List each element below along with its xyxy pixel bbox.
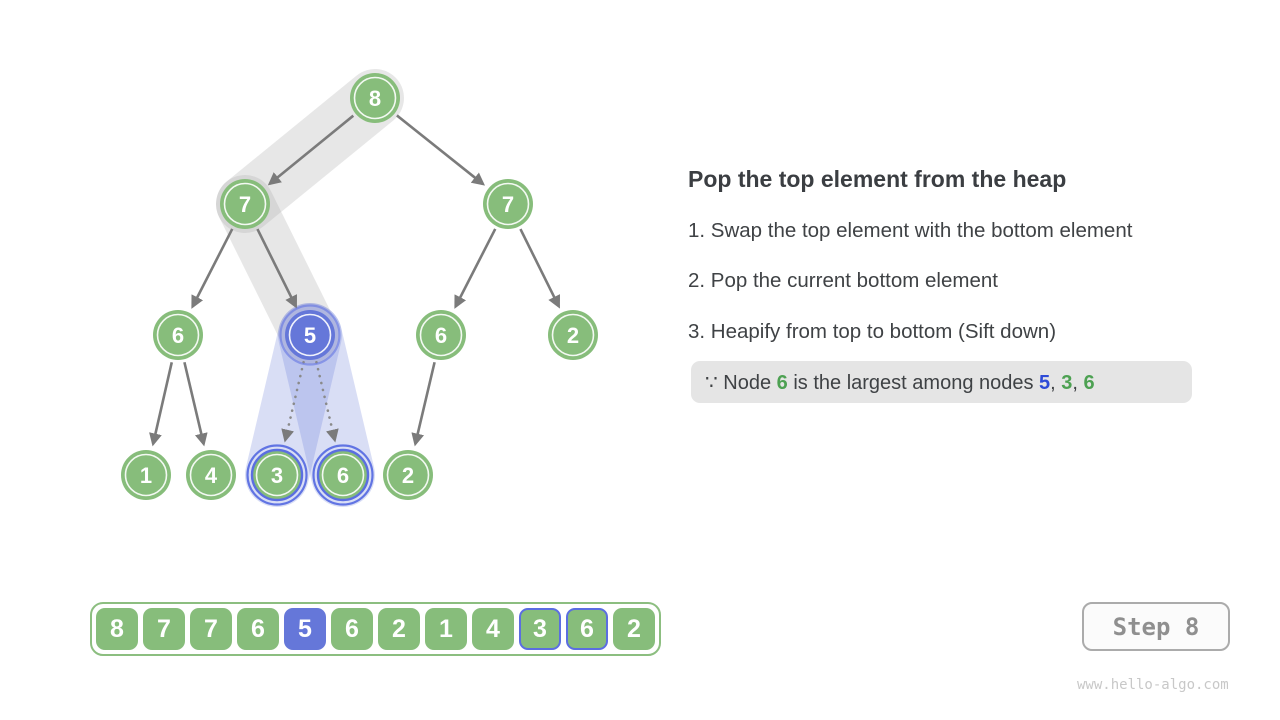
node-circle [186, 450, 236, 500]
tree-edge [411, 361, 436, 447]
instruction-step-1: 1. Swap the top element with the bottom … [688, 219, 1133, 242]
node-value: 6 [337, 463, 349, 488]
node-circle [383, 450, 433, 500]
tree-node: 4 [186, 450, 236, 500]
tree-edge [267, 114, 355, 186]
node-circle [153, 310, 203, 360]
tree-node: 8 [350, 73, 400, 123]
tree-edge [519, 228, 560, 309]
array-cell: 4 [472, 608, 514, 650]
array-cell: 1 [425, 608, 467, 650]
node-inner-ring [223, 182, 267, 226]
tree-node: 2 [383, 450, 433, 500]
array-cell: 6 [331, 608, 373, 650]
node-inner-ring [288, 313, 332, 357]
panel-title: Pop the top element from the heap [688, 166, 1067, 192]
tree-node: 6 [153, 310, 203, 360]
node-inner-ring [189, 453, 233, 497]
node-value: 4 [205, 463, 218, 488]
note-box: ∵ Node 6 is the largest among nodes 5, 3… [691, 361, 1192, 403]
node-value: 7 [502, 192, 514, 217]
node-circle [250, 448, 304, 502]
node-circle [483, 179, 533, 229]
node-circle [121, 450, 171, 500]
array-cell: 6 [237, 608, 279, 650]
node-circle [416, 310, 466, 360]
tree-edges [149, 114, 560, 447]
tree-edge [191, 228, 234, 309]
array-cell: 2 [378, 608, 420, 650]
note-segment: ∵ Node [705, 371, 777, 394]
node-inner-ring [386, 453, 430, 497]
watermark: www.hello-algo.com [1077, 677, 1229, 693]
node-value: 2 [567, 323, 579, 348]
node-circle [316, 448, 370, 502]
note-text: ∵ Node 6 is the largest among nodes 5, 3… [691, 370, 1095, 395]
note-segment: 3 [1061, 371, 1073, 394]
tree-edge [183, 361, 208, 447]
tree-edge [256, 228, 297, 309]
note-segment: 5 [1039, 371, 1051, 394]
note-segment: 6 [1083, 371, 1095, 394]
node-circle [548, 310, 598, 360]
node-value: 7 [239, 192, 251, 217]
node-outer-ring [279, 304, 341, 366]
node-inner-ring [156, 313, 200, 357]
step-badge: Step 8 [1082, 602, 1230, 651]
tree-edge-dotted [281, 360, 305, 443]
tree-edge [149, 362, 174, 447]
tree-node: 5 [279, 304, 341, 366]
node-inner-ring [419, 313, 463, 357]
step-badge-label: Step 8 [1112, 612, 1200, 641]
note-segment: 6 [776, 371, 788, 394]
array-cell: 3 [519, 608, 561, 650]
node-value: 3 [271, 463, 283, 488]
tree-node: 2 [548, 310, 598, 360]
array-cell: 5 [284, 608, 326, 650]
node-value: 6 [435, 323, 447, 348]
tree-node: 3 [246, 444, 308, 506]
tree-edge-dotted [315, 360, 339, 443]
node-inner-ring [124, 453, 168, 497]
tree-nodes: 8 7 7 6 5 6 2 1 4 3 6 2 [121, 73, 598, 506]
node-value: 6 [172, 323, 184, 348]
node-inner-ring [353, 76, 397, 120]
tree-node: 6 [312, 444, 374, 506]
note-segment: , [1050, 371, 1062, 394]
instruction-step-3: 3. Heapify from top to bottom (Sift down… [688, 320, 1057, 343]
node-circle [350, 73, 400, 123]
array-cell: 6 [566, 608, 608, 650]
tree-edge [396, 114, 486, 186]
array-cell: 8 [96, 608, 138, 650]
node-outer-ring [312, 444, 374, 506]
node-value: 5 [304, 323, 316, 348]
instruction-step-2: 2. Pop the current bottom element [688, 269, 998, 292]
tree-edge [454, 228, 497, 309]
node-value: 2 [402, 463, 414, 488]
tree-node: 7 [220, 179, 270, 229]
array-cell: 2 [613, 608, 655, 650]
node-inner-ring [551, 313, 595, 357]
node-inner-ring [255, 453, 299, 497]
tree-node: 6 [416, 310, 466, 360]
node-circle [220, 179, 270, 229]
array-cell: 7 [143, 608, 185, 650]
note-segment: is the largest among nodes [787, 371, 1040, 394]
tree-node: 1 [121, 450, 171, 500]
node-circle [285, 310, 335, 360]
node-value: 8 [369, 86, 381, 111]
heap-tree-svg: 8 7 7 6 5 6 2 1 4 3 6 2 [121, 69, 598, 507]
node-value: 1 [140, 463, 152, 488]
node-outer-ring [246, 444, 308, 506]
tree-node: 7 [483, 179, 533, 229]
node-inner-ring [321, 453, 365, 497]
node-inner-ring [486, 182, 530, 226]
note-segment: , [1072, 371, 1084, 394]
array-cell: 7 [190, 608, 232, 650]
